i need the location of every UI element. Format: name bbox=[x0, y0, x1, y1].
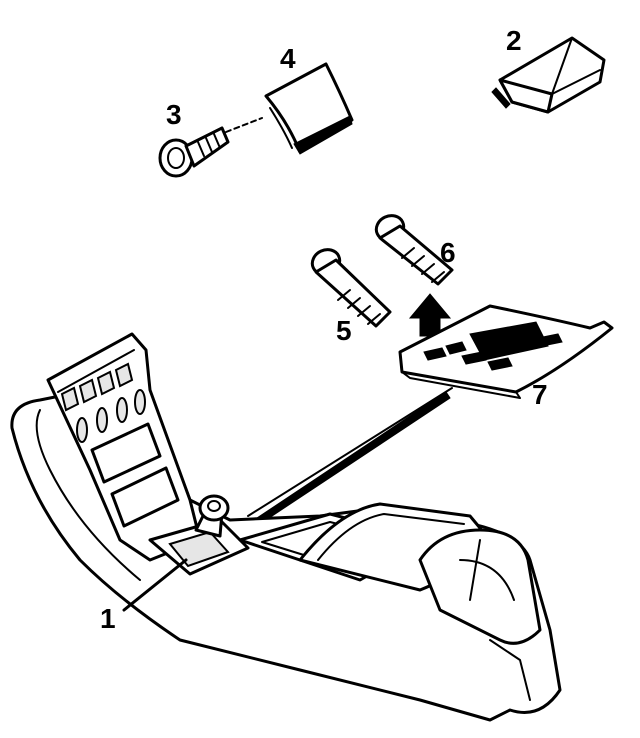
part-3-screw bbox=[158, 117, 263, 178]
floor-console bbox=[10, 332, 562, 722]
callout-1: 1 bbox=[100, 603, 116, 634]
leader-1 bbox=[122, 558, 188, 612]
part-2-cover bbox=[491, 36, 606, 114]
callout-2: 2 bbox=[506, 25, 522, 56]
callout-4: 4 bbox=[280, 43, 296, 74]
callout-5: 5 bbox=[336, 315, 352, 346]
guide-line bbox=[247, 387, 453, 525]
part-5-stud bbox=[310, 248, 392, 328]
part-6-stud bbox=[374, 214, 454, 286]
callout-6: 6 bbox=[440, 237, 456, 268]
callout-3: 3 bbox=[166, 99, 182, 130]
part-7-control-panel bbox=[398, 304, 614, 399]
callout-7: 7 bbox=[532, 379, 548, 410]
part-4-cap bbox=[264, 62, 354, 155]
